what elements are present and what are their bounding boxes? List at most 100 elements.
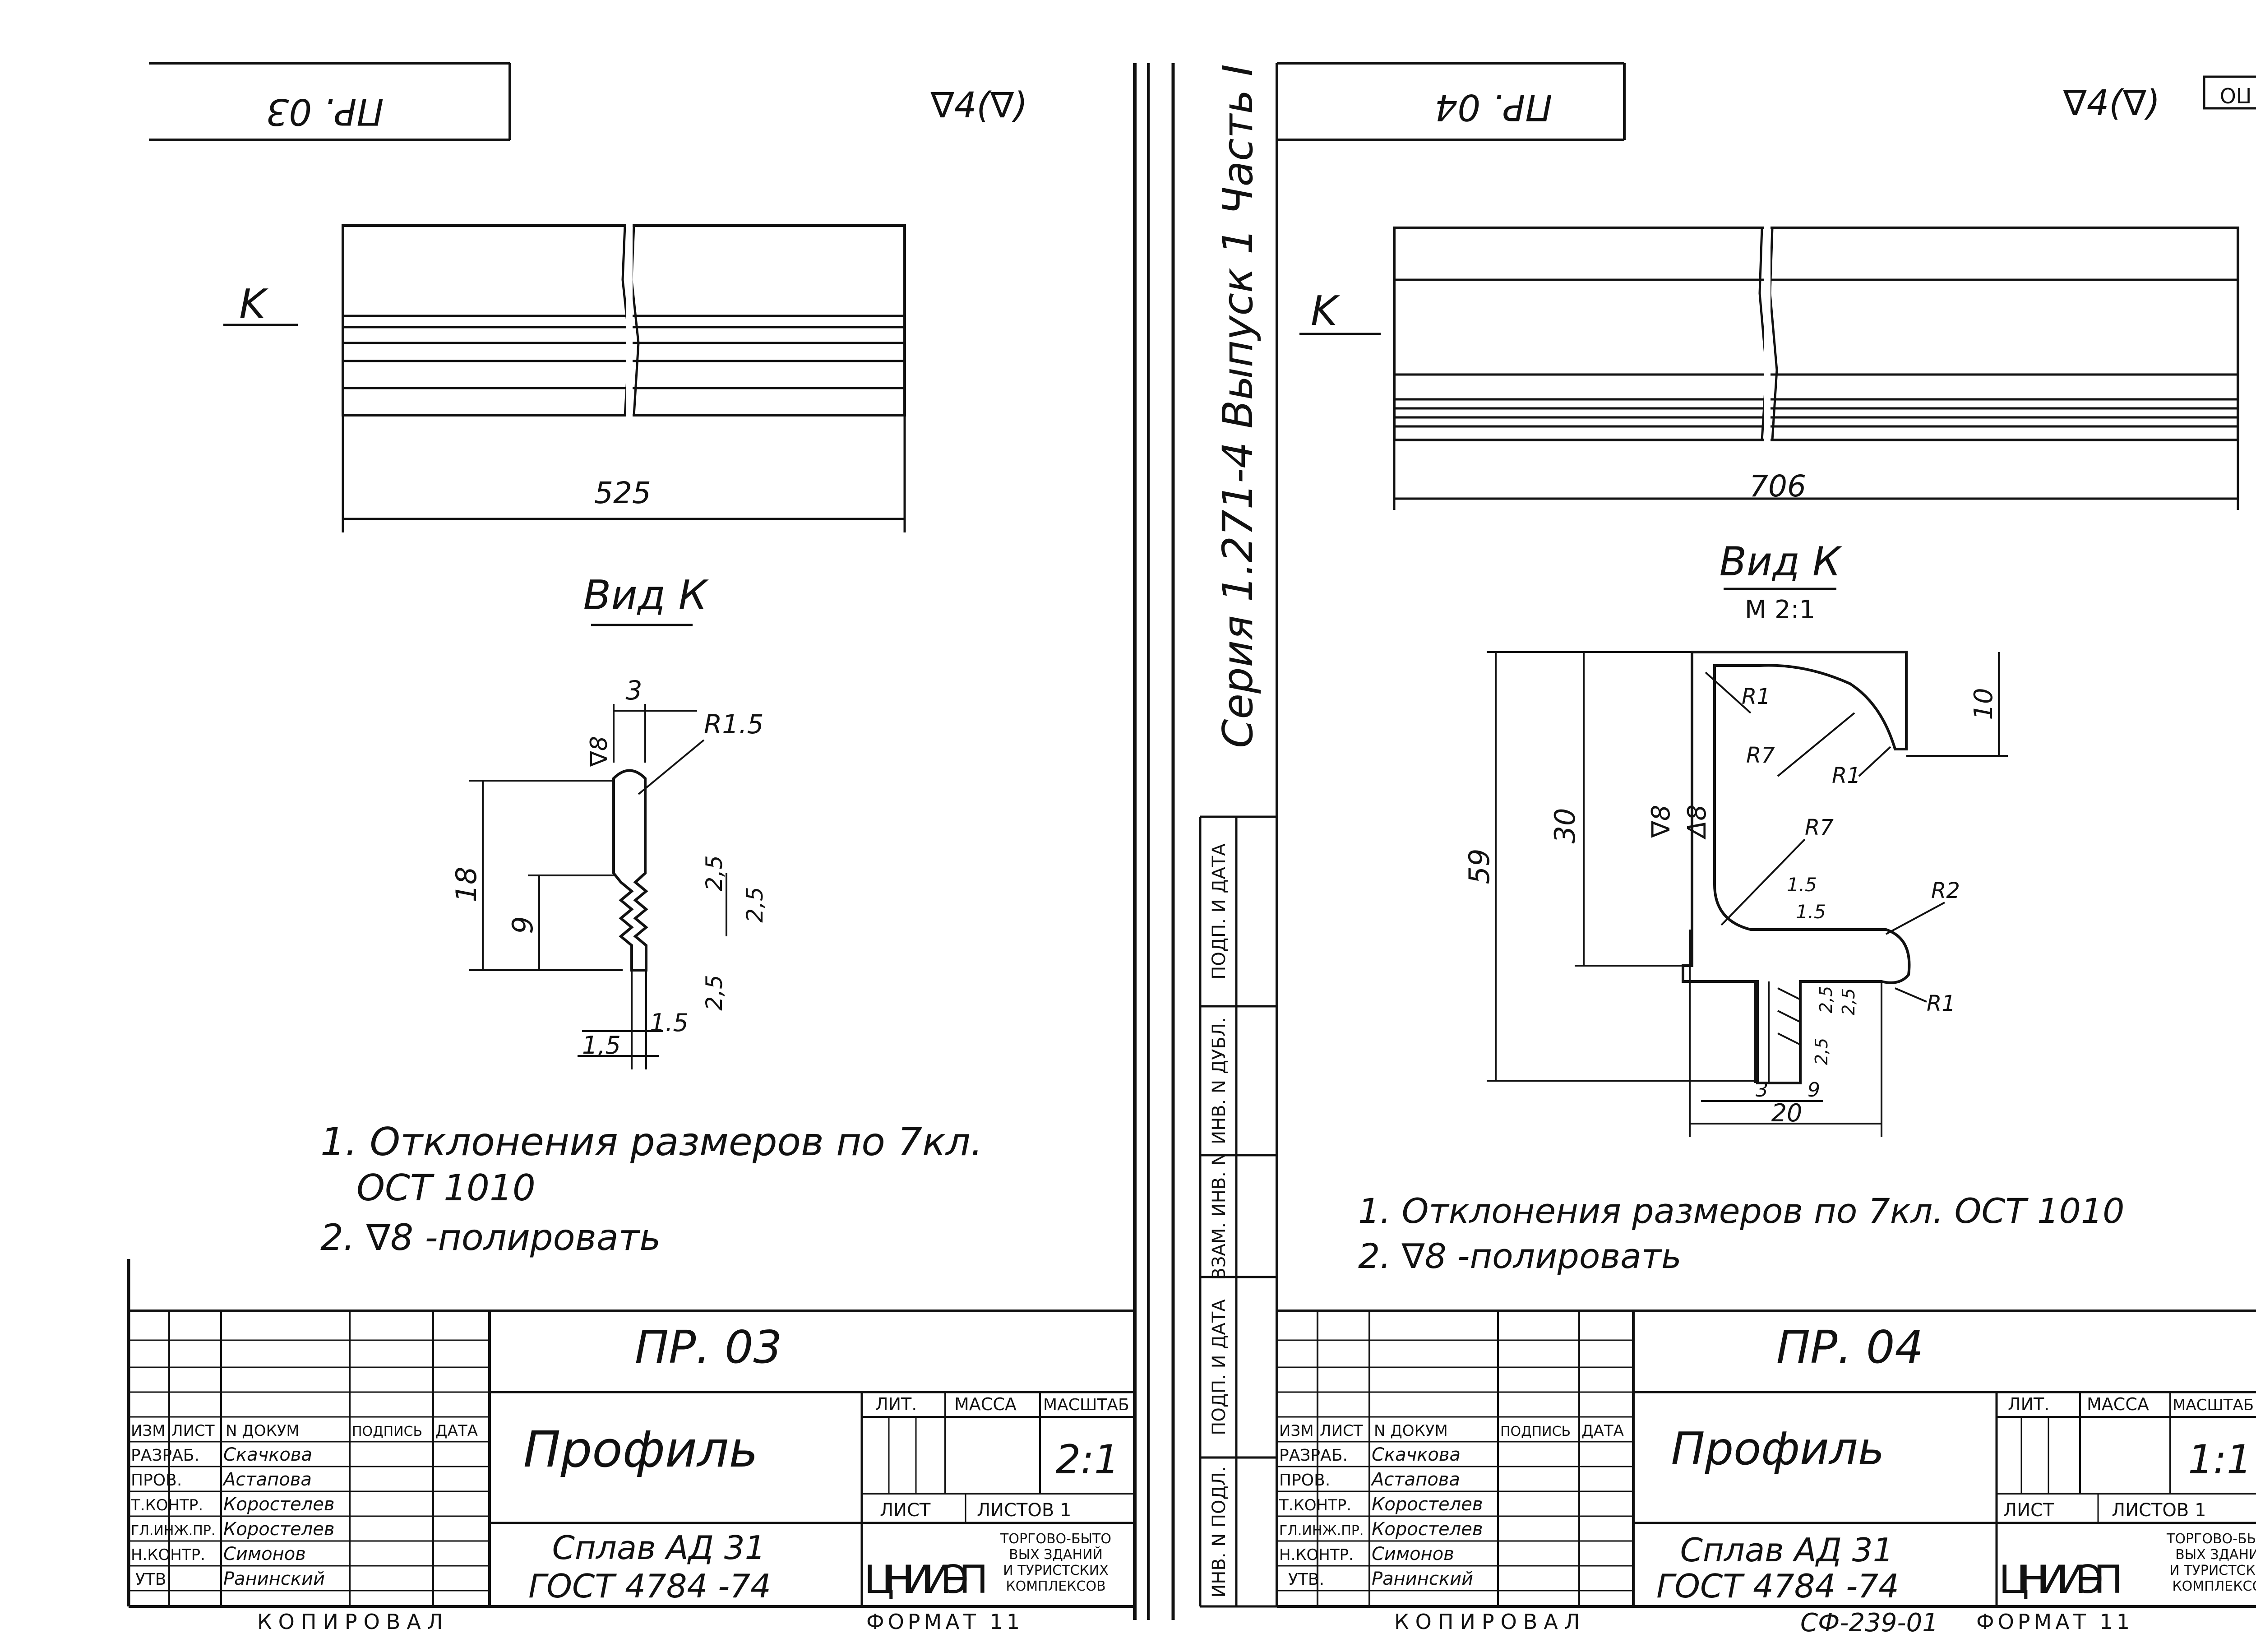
person-2: Коростелев [1372,1494,1483,1515]
view-title: Вид К [583,572,709,619]
view-arrow-k: K [1311,287,1340,335]
hdr-list2: ЛИСТ [880,1500,931,1521]
person-1: Астапова [222,1469,312,1490]
format-label: ФОРМАТ 11 [866,1610,1023,1634]
dim-25c: 2,5 [701,975,727,1011]
role-2: Т.КОНТР. [1279,1496,1351,1514]
top-tab-label: ПР. 03 [266,91,384,133]
hdr-lit: ЛИТ. [2008,1394,2049,1414]
copied-label: КОПИРОВАЛ [1394,1610,1586,1634]
hdr-listov: ЛИСТОВ 1 [977,1500,1071,1521]
dim-10: 10 [1969,688,1998,720]
scale-value: 2:1 [1055,1436,1119,1483]
dim-30: 30 [1549,808,1581,844]
person-1: Астапова [1370,1469,1460,1490]
role-4: Н.КОНТР. [131,1546,205,1564]
stamp-cell-4: ПОДП. И ДАТА [1209,1299,1230,1435]
profile-elevation: K 706 [1299,226,2239,510]
hdr-list: ЛИСТ [171,1422,215,1440]
dim-25b: 2,5 [1839,988,1858,1015]
hdr-izm: ИЗМ [1279,1422,1314,1440]
hdr-masshtab: МАСШТАБ [2173,1396,2254,1414]
top-tab-pr04: ПР. 04 [1277,62,1626,141]
dim-9: 9 [1808,1078,1820,1101]
dim-18: 18 [450,867,483,902]
section-view-k: 18 9 3 R1.5 ∇8 2,5 2,5 2,5 1.5 1,5 [450,675,768,1069]
hdr-masshtab: МАСШТАБ [1043,1396,1129,1414]
role-0: РАЗРАБ. [1279,1446,1348,1465]
role-1: ПРОВ. [1279,1471,1330,1490]
scale-value: 1:1 [2188,1436,2252,1483]
role-2: Т.КОНТР. [130,1496,203,1514]
org-line1: ТОРГОВО-БЫТО [2166,1531,2256,1547]
series-label: Серия 1.271-4 Выпуск 1 Часть I [1214,64,1262,748]
person-2: Коростелев [223,1494,334,1515]
stamp-cell-5: ИНВ. N ПОДЛ. [1209,1466,1230,1597]
dim-20: 20 [1771,1099,1803,1127]
doc-code: СФ-239-01 [1800,1608,1938,1638]
dim-r1b: R1 [1832,763,1861,788]
dim-59: 59 [1463,849,1496,884]
person-3: Коростелев [223,1519,334,1540]
hdr-massa: МАССА [954,1394,1017,1414]
designation: ПР. 03 [635,1321,782,1374]
hdr-data: ДАТА [435,1422,478,1440]
role-0: РАЗРАБ. [131,1446,199,1465]
material-2: ГОСТ 4784 -74 [528,1567,771,1605]
side-stamp: ПОДП. И ДАТА ИНВ. N ДУБЛ. ВЗАМ. ИНВ. N П… [1171,63,1278,1620]
org-line3: И ТУРИСТСКИХ [2169,1563,2256,1578]
hdr-data: ДАТА [1581,1422,1624,1440]
dim-v8: ∇8 [586,736,613,767]
person-4: Симонов [1372,1544,1454,1564]
part-name: Профиль [523,1421,758,1478]
material-1: Сплав АД 31 [552,1529,766,1567]
title-block-pr04: ИЗМ ЛИСТ N ДОКУМ ПОДПИСЬ ДАТА РАЗРАБ. Ск… [1277,1310,2256,1638]
sheet-pr03: ПР. 03 ∇4(∇) K 525 Вид К [127,62,1150,1634]
org-line2: ВЫХ ЗДАНИЙ [1009,1546,1103,1563]
corner-code: ПО [2220,83,2252,107]
hdr-podp: ПОДПИСЬ [352,1424,422,1439]
dim-r1c: R1 [1927,991,1956,1016]
profile-elevation: K 525 [223,223,906,532]
role-4: Н.КОНТР. [1279,1546,1354,1564]
format-label: ФОРМАТ 11 [1976,1610,2133,1634]
stamp-cell-1: ПОДП. И ДАТА [1209,843,1230,980]
hdr-list2: ЛИСТ [2003,1500,2054,1521]
view-scale: М 2:1 [1745,595,1815,625]
copied-label: КОПИРОВАЛ [257,1610,449,1634]
notes-pr04: 1. Отклонения размеров по 7кл. ОСТ 1010 … [1358,1191,2125,1276]
roughness-mark: ∇4(∇) [930,85,1028,126]
stamp-cell-3: ВЗАМ. ИНВ. N [1209,1152,1230,1280]
note-1: 1. Отклонения размеров по 7кл. [320,1120,983,1165]
org-line4: КОМПЛЕКСОВ [2172,1578,2256,1594]
role-5: УТВ. [135,1570,171,1589]
dim-15a: 1.5 [650,1009,689,1037]
note-1b: ОСТ 1010 [356,1167,536,1209]
role-5: УТВ. [1288,1570,1324,1589]
roughness-mark: ∇4(∇) [2063,83,2160,124]
org-line1: ТОРГОВО-БЫТО [1000,1531,1111,1547]
dim-25c: 2,5 [1812,1038,1831,1065]
org-line2: ВЫХ ЗДАНИЙ [2175,1546,2256,1563]
dim-r2: R2 [1931,878,1960,903]
org-abbr: ЦНИИЭП [864,1557,988,1602]
role-1: ПРОВ. [131,1471,182,1490]
org-abbr: ЦНИИЭП [1999,1557,2123,1602]
material-1: Сплав АД 31 [1680,1531,1894,1569]
dim-r1a: R1 [1742,684,1771,709]
note-2: 2. ∇8 -полировать [320,1217,661,1259]
dim-3: 3 [626,675,643,706]
hdr-ndoc: N ДОКУМ [226,1422,300,1440]
length-dim: 525 [594,476,651,510]
dim-d8: Δ8 [1683,805,1712,840]
view-arrow-k: K [239,281,268,328]
hdr-massa: МАССА [2087,1394,2149,1414]
part-name: Профиль [1671,1422,1884,1475]
role-3: ГЛ.ИНЖ.ПР. [1279,1523,1364,1539]
dim-3: 3 [1756,1078,1768,1101]
org-line4: КОМПЛЕКСОВ [1006,1578,1105,1594]
top-tab-pr03: ПР. 03 [149,62,511,141]
hdr-lit: ЛИТ. [875,1394,917,1414]
dim-15a: 1.5 [1787,874,1817,896]
